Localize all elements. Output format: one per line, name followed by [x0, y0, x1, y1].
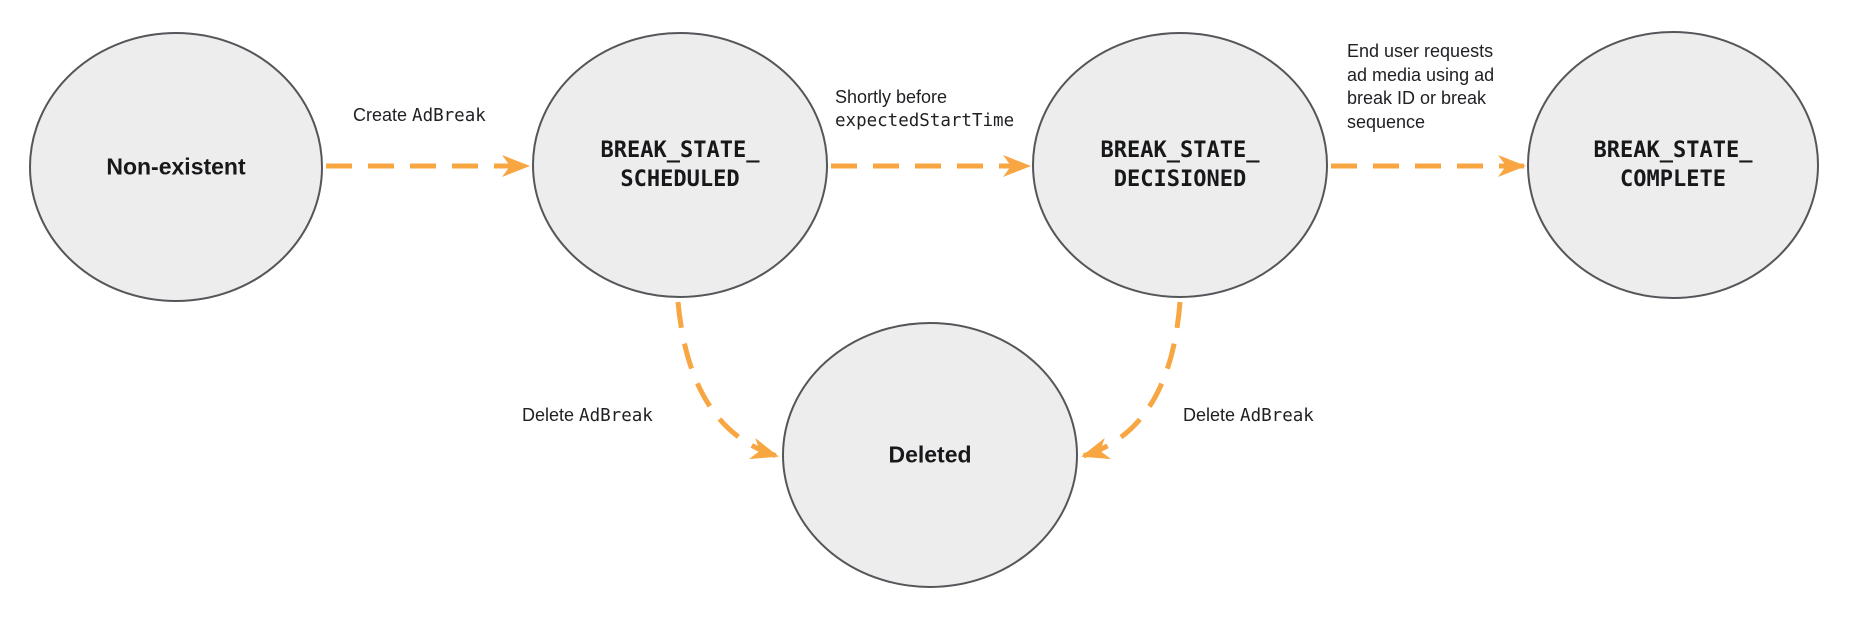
edge-label-text: sequence — [1347, 111, 1426, 132]
node-label-non-existent: Non-existent — [106, 153, 246, 180]
state-node-break-state-decisioned — [1032, 32, 1328, 298]
edge-label-text: Delete — [1183, 405, 1241, 425]
node-label-line: SCHEDULED — [620, 167, 740, 192]
state-node-break-state-scheduled — [532, 32, 828, 298]
node-label-line: BREAK_STATE_ — [1100, 138, 1260, 163]
state-node-deleted — [782, 322, 1078, 588]
edge-label-code: AdBreak — [579, 406, 653, 426]
edge-label-code: AdBreak — [412, 106, 486, 126]
node-label-line: COMPLETE — [1620, 167, 1726, 192]
edge-label-text: ad media using ad — [1347, 64, 1495, 85]
node-label-line: DECISIONED — [1113, 167, 1247, 192]
node-label-break-state-scheduled: BREAK_STATE_ SCHEDULED — [601, 136, 760, 194]
edge-label-create-adbreak: Create AdBreak — [353, 104, 486, 129]
edge-label-text: Delete — [522, 405, 580, 425]
node-label-break-state-complete: BREAK_STATE_ COMPLETE — [1594, 136, 1753, 194]
state-node-non-existent — [29, 32, 323, 302]
arrow-delete-adbreak-from-decisioned — [1081, 301, 1183, 460]
node-label-line: BREAK_STATE_ — [600, 138, 760, 163]
edge-label-delete-adbreak-left: Delete AdBreak — [522, 404, 653, 429]
node-label-line: BREAK_STATE_ — [1593, 138, 1753, 163]
edge-label-text: End user requests — [1347, 41, 1494, 61]
edge-label-code: AdBreak — [1240, 406, 1314, 426]
edge-label-text: break ID or break — [1347, 88, 1487, 108]
state-node-break-state-complete — [1527, 31, 1819, 299]
node-label-break-state-decisioned: BREAK_STATE_ DECISIONED — [1101, 136, 1260, 194]
edge-label-shortly-before: Shortly before expectedStartTime — [835, 86, 1014, 133]
node-label-deleted: Deleted — [888, 441, 972, 468]
edge-label-text: Create — [353, 105, 413, 125]
edge-label-delete-adbreak-right: Delete AdBreak — [1183, 404, 1314, 429]
edge-label-code: expectedStartTime — [835, 110, 1015, 131]
edge-label-end-user-requests: End user requests ad media using ad brea… — [1347, 40, 1494, 134]
edge-label-text: Shortly before — [835, 87, 948, 107]
arrow-delete-adbreak-from-scheduled — [675, 301, 779, 460]
